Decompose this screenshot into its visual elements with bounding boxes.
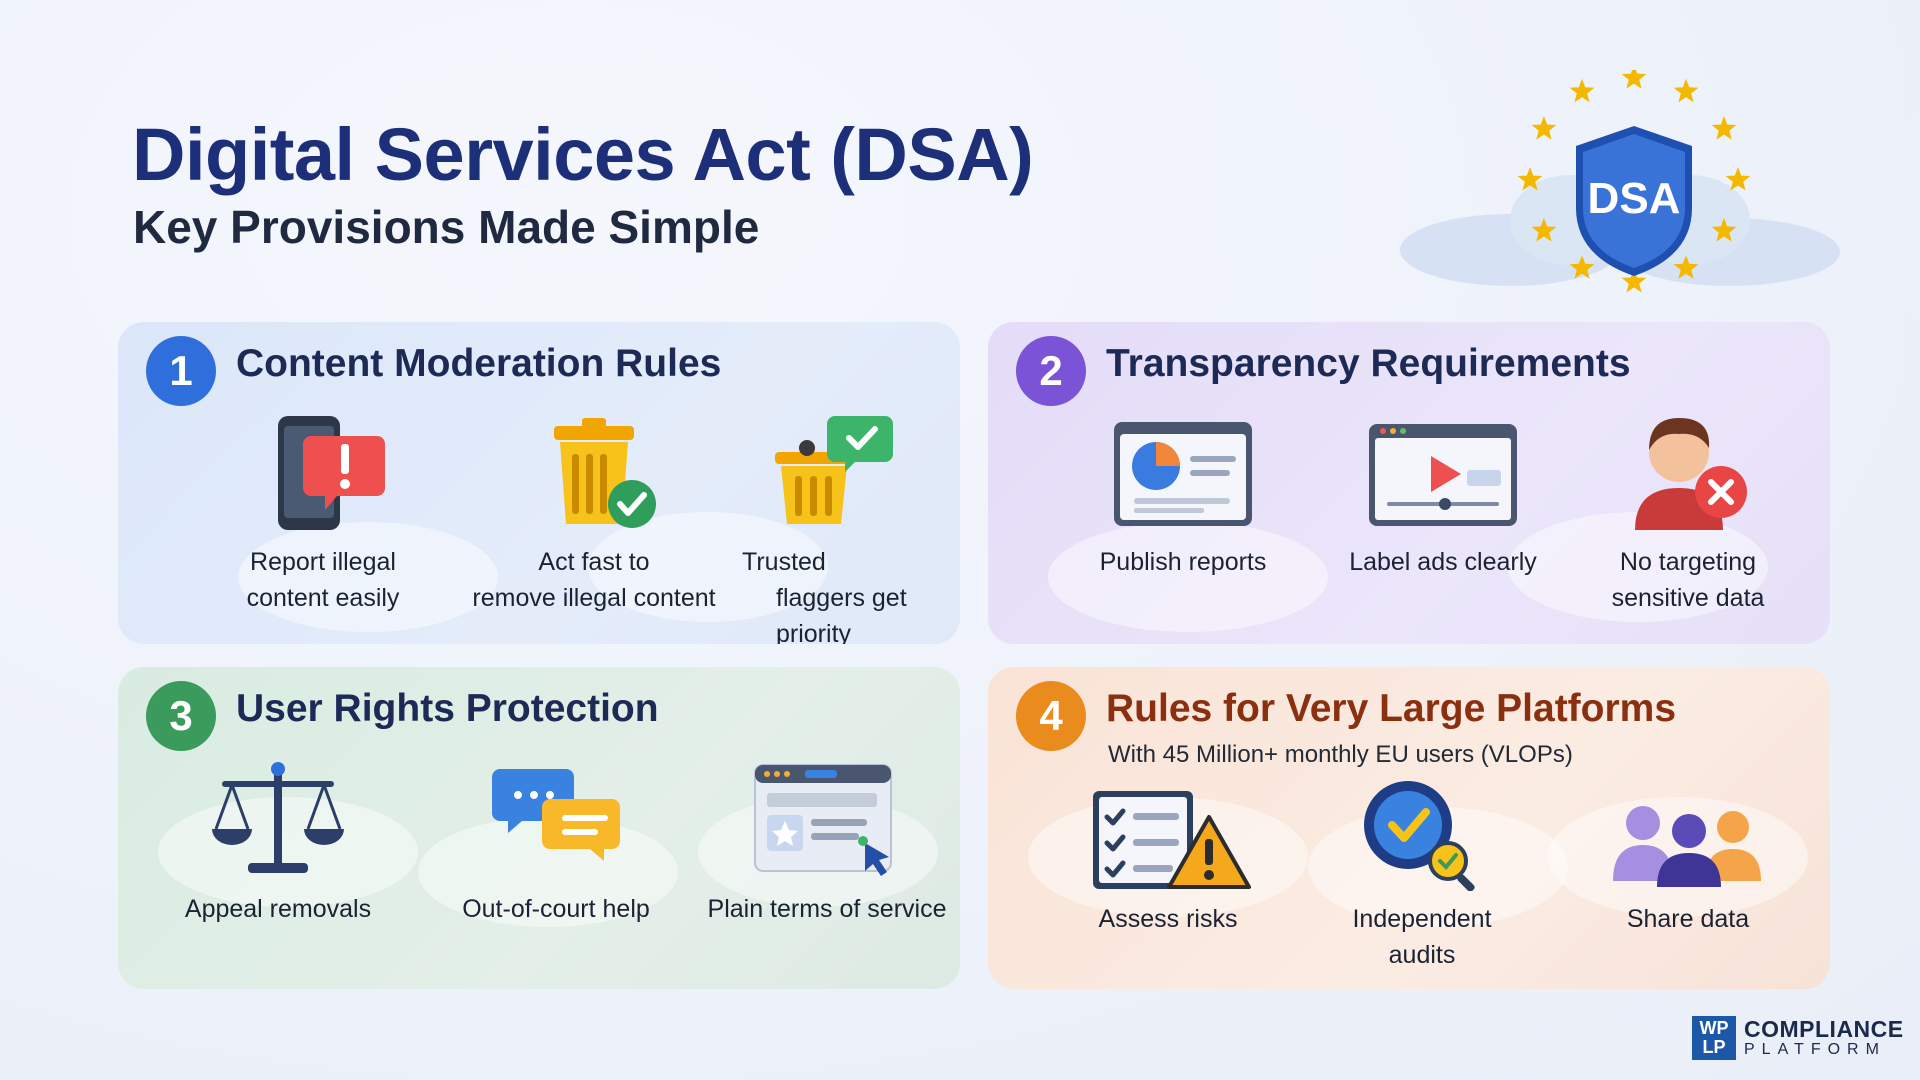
item-label: Publish reports [1068,544,1298,580]
item-plain-terms: Plain terms of service [692,759,960,927]
logo-wordmark: COMPLIANCE PLATFORM [1744,1017,1904,1059]
logo-mark-bottom: LP [1702,1037,1726,1057]
section-title: User Rights Protection [236,687,659,730]
magnifier-check-icon [1364,781,1475,891]
label-line: remove illegal content [472,584,716,612]
page-subtitle: Key Provisions Made Simple [133,201,760,253]
star-icon [1725,167,1751,191]
item-label: Report illegal content easily [218,544,428,616]
item-label: Trusted flaggers get priority [728,544,938,644]
label-line: No targeting [1619,548,1757,576]
chat-bubbles-icon [492,769,620,861]
item-assess-risks: Assess risks [1058,787,1278,937]
item-no-targeting: No targeting sensitive data [1568,402,1808,616]
label-line: Plain terms of service [707,895,947,923]
label-line: Share data [1626,905,1750,933]
people-group-icon [1613,806,1761,887]
label-line: priority [776,620,852,644]
dsa-badge: DSA [1400,65,1840,320]
star-icon [1673,255,1699,279]
star-icon [1711,218,1737,242]
logo-main-text: COMPLIANCE [1744,1016,1904,1042]
dsa-shield-stars-icon: DSA [1400,65,1840,293]
phone-alert-icon [278,416,385,530]
section-number: 4 [1016,681,1086,751]
label-line: audits [1388,941,1456,969]
section-number: 1 [146,336,216,406]
label-line: flaggers get [776,584,907,612]
section-title: Content Moderation Rules [236,342,722,385]
item-act-fast: Act fast to remove illegal content [454,412,734,616]
report-chart-icon [1114,422,1252,526]
star-icon [1517,167,1543,191]
label-line: Report illegal [250,548,396,576]
item-report-illegal: Report illegal content easily [218,412,428,616]
star-icon [1531,218,1557,242]
label-line: sensitive data [1611,584,1765,612]
label-line: Appeal removals [184,895,372,923]
item-label: Share data [1578,901,1798,937]
star-icon [1531,116,1557,140]
label-line: content easily [246,584,400,612]
item-label: Label ads clearly [1328,544,1558,580]
label-line: Act fast to [538,548,650,576]
section-number: 2 [1016,336,1086,406]
browser-terms-icon [754,764,892,876]
item-label: Out-of-court help [436,891,676,927]
section-subtitle: With 45 Million+ monthly EU users (VLOPs… [1108,741,1573,768]
item-share-data: Share data [1578,787,1798,937]
label-line: Out-of-court help [462,895,650,923]
scales-icon [212,762,344,873]
section-content-moderation: 1 Content Moderation Rules Report illega… [118,322,960,644]
star-icon [1673,78,1699,103]
brand-logo: WP LP COMPLIANCE PLATFORM [1692,1014,1904,1062]
logo-sub-text: PLATFORM [1744,1041,1886,1058]
section-number: 3 [146,681,216,751]
logo-mark: WP LP [1692,1016,1736,1060]
label-line: Assess risks [1098,905,1238,933]
item-out-of-court: Out-of-court help [436,759,676,927]
page-title: Digital Services Act (DSA) [132,113,1034,196]
item-label: Plain terms of service [692,891,960,927]
section-title: Transparency Requirements [1106,342,1631,385]
item-label: Assess risks [1058,901,1278,937]
star-icon [1711,116,1737,140]
item-trusted-flaggers: Trusted flaggers get priority [728,412,938,644]
checklist-warning-icon [1093,791,1251,889]
section-title: Rules for Very Large Platforms [1106,687,1677,730]
item-independent-audits: Independent audits [1302,777,1542,973]
section-user-rights: 3 User Rights Protection Appeal removals… [118,667,960,989]
trash-flag-icon [775,416,893,524]
item-label: Act fast to remove illegal content [454,544,734,616]
star-icon [1621,65,1647,89]
section-very-large-platforms: 4 Rules for Very Large Platforms With 45… [988,667,1830,989]
label-line: Independent [1352,905,1492,933]
user-block-icon [1635,418,1747,530]
star-icon [1621,268,1647,293]
item-label: No targeting sensitive data [1568,544,1808,616]
logo-mark-top: WP [1699,1018,1729,1038]
label-line: Publish reports [1099,548,1267,576]
trash-check-icon [554,418,656,528]
video-ad-icon [1369,424,1517,526]
item-publish-reports: Publish reports [1068,412,1298,580]
item-appeal-removals: Appeal removals [158,759,398,927]
item-label: Independent audits [1302,901,1542,973]
star-icon [1569,78,1595,103]
label-line: Trusted [742,548,826,576]
item-label-ads: Label ads clearly [1328,412,1558,580]
badge-label: DSA [1588,174,1681,223]
label-line: Label ads clearly [1349,548,1537,576]
section-transparency: 2 Transparency Requirements Publish repo… [988,322,1830,644]
star-icon [1569,255,1595,279]
item-label: Appeal removals [158,891,398,927]
